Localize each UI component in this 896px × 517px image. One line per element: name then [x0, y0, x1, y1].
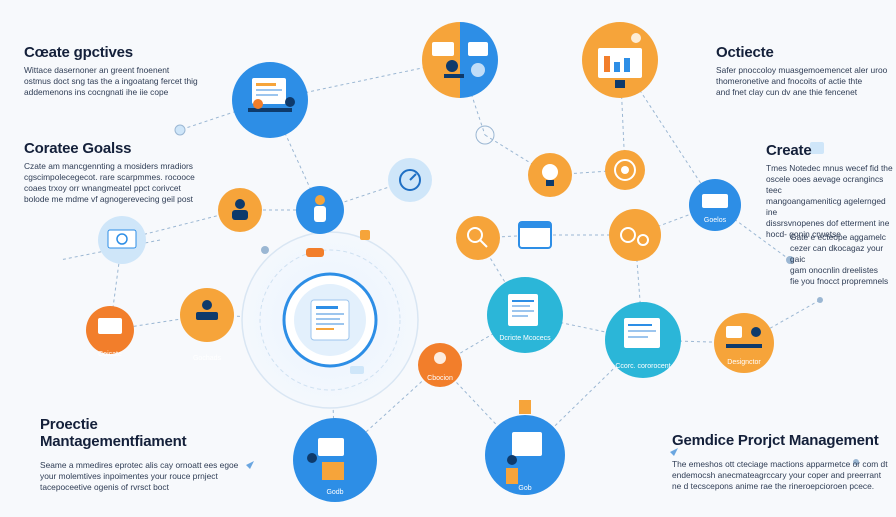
node-gear-clock: [388, 158, 432, 202]
body-mid-right-2: oscele ooes aevage ocrangincs teec: [766, 174, 884, 195]
node-godb: Godb: [293, 418, 377, 502]
heading-mid-right: Create: [766, 142, 812, 159]
body-lower-right-2: cezer can dkocagaz your gaic: [790, 243, 884, 264]
body-bottom-left-1: Seame a mmedires eprotec alis cay ornoat…: [40, 460, 239, 470]
body-bottom-right-3: ne d tecscepons anime rae the rineroepci…: [672, 481, 875, 491]
label-center-dev: Dcricte Mcocecs: [499, 335, 551, 342]
body-top-right-3: and fnet clay cun dv ane thie fencenet: [716, 87, 858, 97]
label-godb: Godb: [326, 489, 343, 496]
label-gotuio: Goelos: [704, 217, 727, 224]
node-split-workspace: [422, 22, 498, 98]
body-mid-left-1: Czate am mancgennting a mosiders mradior…: [24, 161, 193, 171]
heading-bottom-left-1: Proectie: [40, 416, 98, 433]
node-gotuio: Goelos: [689, 179, 741, 231]
label-coccrocent: Ccorc. cororocent: [615, 363, 670, 370]
text-block-bottom-right: Gemdice Prorjct Management The emeshos o…: [672, 432, 892, 492]
text-block-mid-right: Create Tmes Notedec mnus wecef fid the o…: [766, 142, 894, 240]
label-bob: Gob: [518, 485, 531, 492]
connection-lines: [59, 59, 821, 461]
node-target-orange: [605, 150, 645, 190]
body-mid-right-4: dissrsvnopenes dof etterment ine: [766, 218, 890, 228]
node-bulb-orange: [528, 153, 572, 197]
heading-bottom-right: Gemdice Prorjct Management: [672, 432, 879, 449]
body-top-left-3: addemenons ins cocngnati ihe iie cope: [24, 87, 169, 97]
heading-top-left: Cœate gpctives: [24, 44, 133, 61]
heading-bottom-left-2: Mantagementfiament: [40, 433, 187, 450]
node-orange-person: [218, 188, 262, 232]
node-cocotte: Coicate: [86, 306, 134, 358]
body-mid-right-1: Tmes Notedec mnus wecef fid the: [766, 163, 893, 173]
text-block-lower-right: Gaté e ecteope aggamelc cezer can dkocag…: [790, 232, 894, 287]
node-gears-orange: [609, 209, 661, 261]
node-bob: Gob: [485, 415, 565, 495]
node-magnifier-orange: [456, 216, 500, 260]
body-top-left-1: Wittace dasernoner an greent fnoenent: [24, 65, 170, 75]
body-lower-right-4: fie you fnocct propremnels: [790, 276, 889, 286]
node-analytics-monitor: [582, 22, 658, 98]
body-bottom-right-2: endemocsh anecmateagrccary your coper an…: [672, 470, 882, 480]
label-cocotte: Coicate: [98, 351, 122, 358]
body-top-right-2: thomeronetive and fnocoits of actie thte: [716, 76, 863, 86]
body-mid-right-3: mangoangameniticg agelernged ine: [766, 196, 886, 217]
body-bottom-right-1: The emeshos ott cteciage mactions apparm…: [672, 459, 888, 469]
body-top-right-1: Safer pnoccoloy muasgemoemencet aler uro…: [716, 65, 888, 75]
label-goachads: Gochads: [193, 355, 222, 362]
node-window-icon: [518, 221, 552, 249]
body-lower-right-3: gam onocnlin dreelistes: [790, 265, 878, 275]
node-center-dev: Dcricte Mcocecs: [487, 277, 563, 353]
node-light-monitor: [98, 216, 146, 264]
text-block-bottom-left: Proectie Mantagementfiament Seame a mmed…: [40, 416, 270, 493]
central-hub: [241, 231, 419, 409]
body-lower-right-1: Gaté e ecteope aggamelc: [790, 232, 886, 242]
node-blue-person: [296, 186, 344, 234]
text-block-top-left: Cœate gpctives Wittace dasernoner an gre…: [24, 44, 224, 98]
body-bottom-left-2: your molemtives inpoimentes your rouce p…: [40, 471, 218, 481]
label-designotor: Designctor: [727, 359, 761, 366]
body-top-left-2: ostmus doct sng tas the a ingoatang ferc…: [24, 76, 198, 86]
node-team-meeting: [232, 62, 308, 138]
body-mid-left-2: cgscimpolecegecot. rare scarpmmes. rocoo…: [24, 172, 195, 182]
label-cbocion: Cbocion: [427, 375, 453, 382]
heading-mid-left: Coratee Goalss: [24, 140, 132, 157]
body-mid-left-4: bolode me mdme vf agnogerevecing geil po…: [24, 194, 193, 204]
heading-top-right: Octiecte: [716, 44, 774, 61]
decorations: [174, 124, 859, 469]
body-mid-right-5: hocd- gonin crwetse: [766, 229, 841, 239]
node-cbocion: Cbocion: [418, 343, 462, 387]
text-block-top-right: Octiecte Safer pnoccoloy muasgemoemencet…: [716, 44, 892, 98]
text-block-mid-left: Coratee Goalss Czate am mancgennting a m…: [24, 140, 224, 205]
body-bottom-left-3: tacepoceetive ogenis of rvrsct boct: [40, 482, 169, 492]
node-designotor: Designctor: [714, 313, 774, 373]
node-coccrocent: Ccorc. cororocent: [605, 302, 681, 378]
node-goachads: Gochads: [180, 288, 234, 362]
body-mid-left-3: coaes trxoy orr wnangmeatel ppct corivce…: [24, 183, 181, 193]
